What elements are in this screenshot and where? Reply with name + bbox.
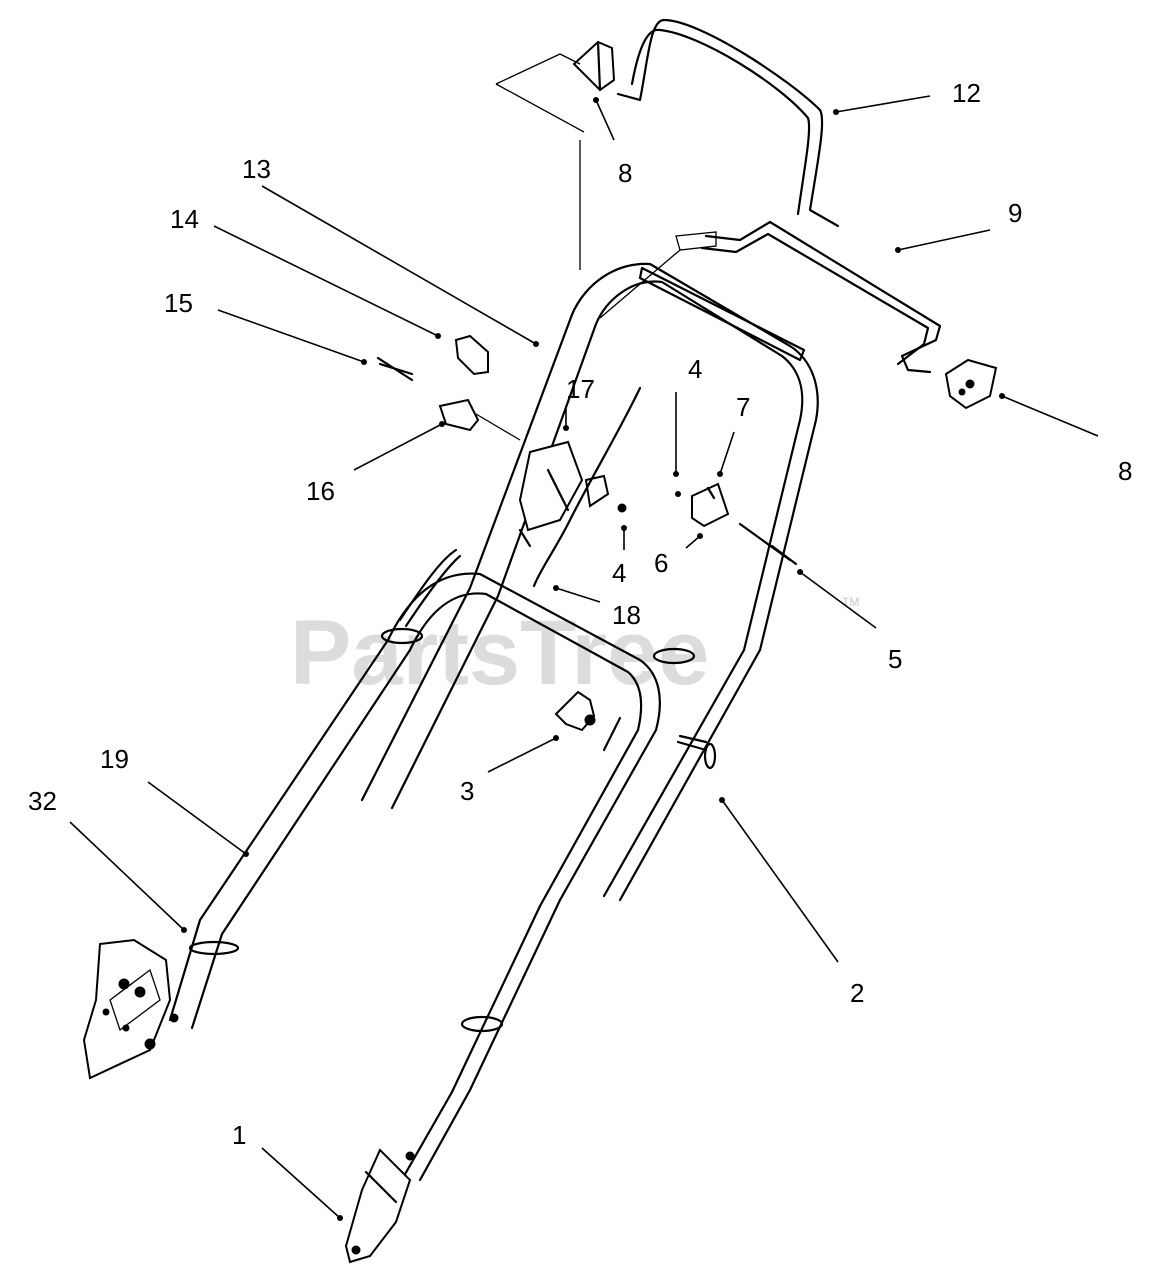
tube-collars (380, 627, 696, 1033)
callout-17: 17 (566, 374, 595, 404)
callout-4: 4 (688, 354, 702, 384)
callout-2: 2 (850, 978, 864, 1008)
callout-3: 3 (460, 776, 474, 806)
part-3-knob (554, 690, 596, 732)
callout-8: 8 (618, 158, 632, 188)
part-12-control-bail (495, 18, 840, 270)
part-14-15-16-mount-hardware (376, 334, 521, 441)
callout-labels: 12 8 13 9 14 15 17 4 7 8 16 6 4 18 5 3 1… (28, 78, 1132, 1150)
part-32-height-adjuster (82, 938, 240, 1080)
callout-16: 16 (306, 476, 335, 506)
part-2-bolt (676, 734, 717, 770)
callout-19: 19 (100, 744, 129, 774)
callout-32: 32 (28, 786, 57, 816)
watermark-text: PartsTree (290, 602, 709, 704)
callout-1: 1 (232, 1120, 246, 1150)
part-6-7-switch (691, 482, 798, 566)
callout-12: 12 (952, 78, 981, 108)
callout-5: 5 (888, 644, 902, 674)
callout-9: 9 (1008, 198, 1022, 228)
part-1-lower-bracket (344, 1148, 415, 1264)
callout-7: 7 (736, 392, 750, 422)
part-9-drive-bail (599, 220, 998, 410)
callout-18: 18 (612, 600, 641, 630)
callout-4: 4 (612, 558, 626, 588)
watermark: PartsTree TM (290, 595, 859, 704)
callout-13: 13 (242, 154, 271, 184)
callout-15: 15 (164, 288, 193, 318)
part-17-18-cable-assembly (518, 386, 642, 588)
part-13-upper-handle (360, 262, 819, 902)
callout-6: 6 (654, 548, 668, 578)
callout-8: 8 (1118, 456, 1132, 486)
watermark-trademark: TM (842, 595, 859, 609)
callout-14: 14 (170, 204, 199, 234)
leader-lines (69, 95, 1099, 1221)
